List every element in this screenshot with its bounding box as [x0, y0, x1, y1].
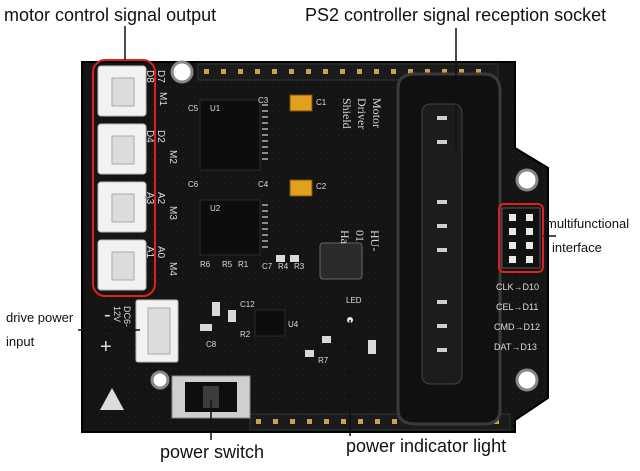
label-drive-power-line2: input — [6, 334, 35, 349]
label-plus: + — [100, 336, 112, 358]
mounting-hole-bottom-left — [150, 370, 170, 390]
label-shield-title: Motor Driver Shield — [340, 98, 384, 130]
label-model: HU-01 Ha — [338, 230, 382, 252]
inductor — [319, 242, 363, 280]
capacitor-c1 — [289, 94, 313, 112]
label-r2: R2 — [240, 330, 251, 339]
label-dc: DC6-12V — [112, 306, 132, 328]
label-c8: C8 — [206, 340, 217, 349]
label-minus: - — [104, 304, 111, 326]
capacitor-c2 — [289, 179, 313, 197]
label-d2d4: D2 D4 — [144, 130, 166, 143]
label-led: LED — [346, 296, 362, 305]
label-r3: R3 — [294, 262, 305, 271]
label-ps2-socket: PS2 controller signal reception socket — [305, 5, 607, 25]
label-cel: CEL→D11 — [496, 302, 539, 312]
label-r4: R4 — [278, 262, 289, 271]
label-d7d8: D7 D8 — [144, 70, 166, 83]
label-power-light: power indicator light — [346, 436, 507, 456]
label-u4: U4 — [288, 320, 299, 329]
mounting-hole-top-right — [515, 168, 539, 192]
label-multifunctional-line1: multifunctional — [546, 216, 630, 231]
smd-components — [200, 255, 376, 357]
label-c6: C6 — [188, 180, 199, 189]
label-m2: M2 — [167, 150, 178, 164]
mounting-hole-bottom-right — [515, 368, 539, 392]
label-multifunctional-line2: interface — [552, 240, 602, 255]
label-c3: C3 — [258, 96, 269, 105]
label-u1: U1 — [210, 104, 221, 113]
label-drive-power-line1: drive power — [6, 310, 74, 325]
label-a0a1: A0 A1 — [144, 246, 166, 259]
label-r6: R6 — [200, 260, 211, 269]
label-c5: C5 — [188, 104, 199, 113]
label-m4: M4 — [167, 262, 178, 276]
label-motor-output: motor control signal output — [4, 5, 217, 25]
label-m3: M3 — [167, 206, 178, 220]
mounting-hole-top-left — [170, 60, 194, 84]
driver-chips — [199, 99, 286, 337]
label-a2a3: A2 A3 — [144, 192, 166, 205]
label-r5: R5 — [222, 260, 233, 269]
multifunctional-highlight — [498, 203, 544, 273]
label-c1: C1 — [316, 98, 327, 107]
motor-connectors — [97, 65, 147, 291]
power-switch-body — [171, 375, 251, 419]
label-cmd: CMD→D12 — [494, 322, 541, 332]
label-m1: M1 — [157, 92, 168, 106]
label-c7: C7 — [262, 262, 273, 271]
power-input-connector — [135, 299, 179, 363]
multifunctional-interface-pins — [501, 207, 541, 269]
label-c2: C2 — [316, 182, 327, 191]
motor-connectors-highlight — [92, 59, 156, 297]
label-r7: R7 — [318, 356, 329, 365]
esd-warning-icon — [100, 388, 124, 410]
label-r1: R1 — [238, 260, 249, 269]
label-power-switch: power switch — [160, 442, 265, 462]
label-c4: C4 — [258, 180, 269, 189]
ps2-socket — [396, 72, 502, 426]
label-u2: U2 — [210, 204, 221, 213]
callout-lines — [78, 26, 556, 440]
label-c12: C12 — [240, 300, 255, 309]
label-dat: DAT→D13 — [494, 342, 537, 352]
label-clk: CLK→D10 — [496, 282, 540, 292]
